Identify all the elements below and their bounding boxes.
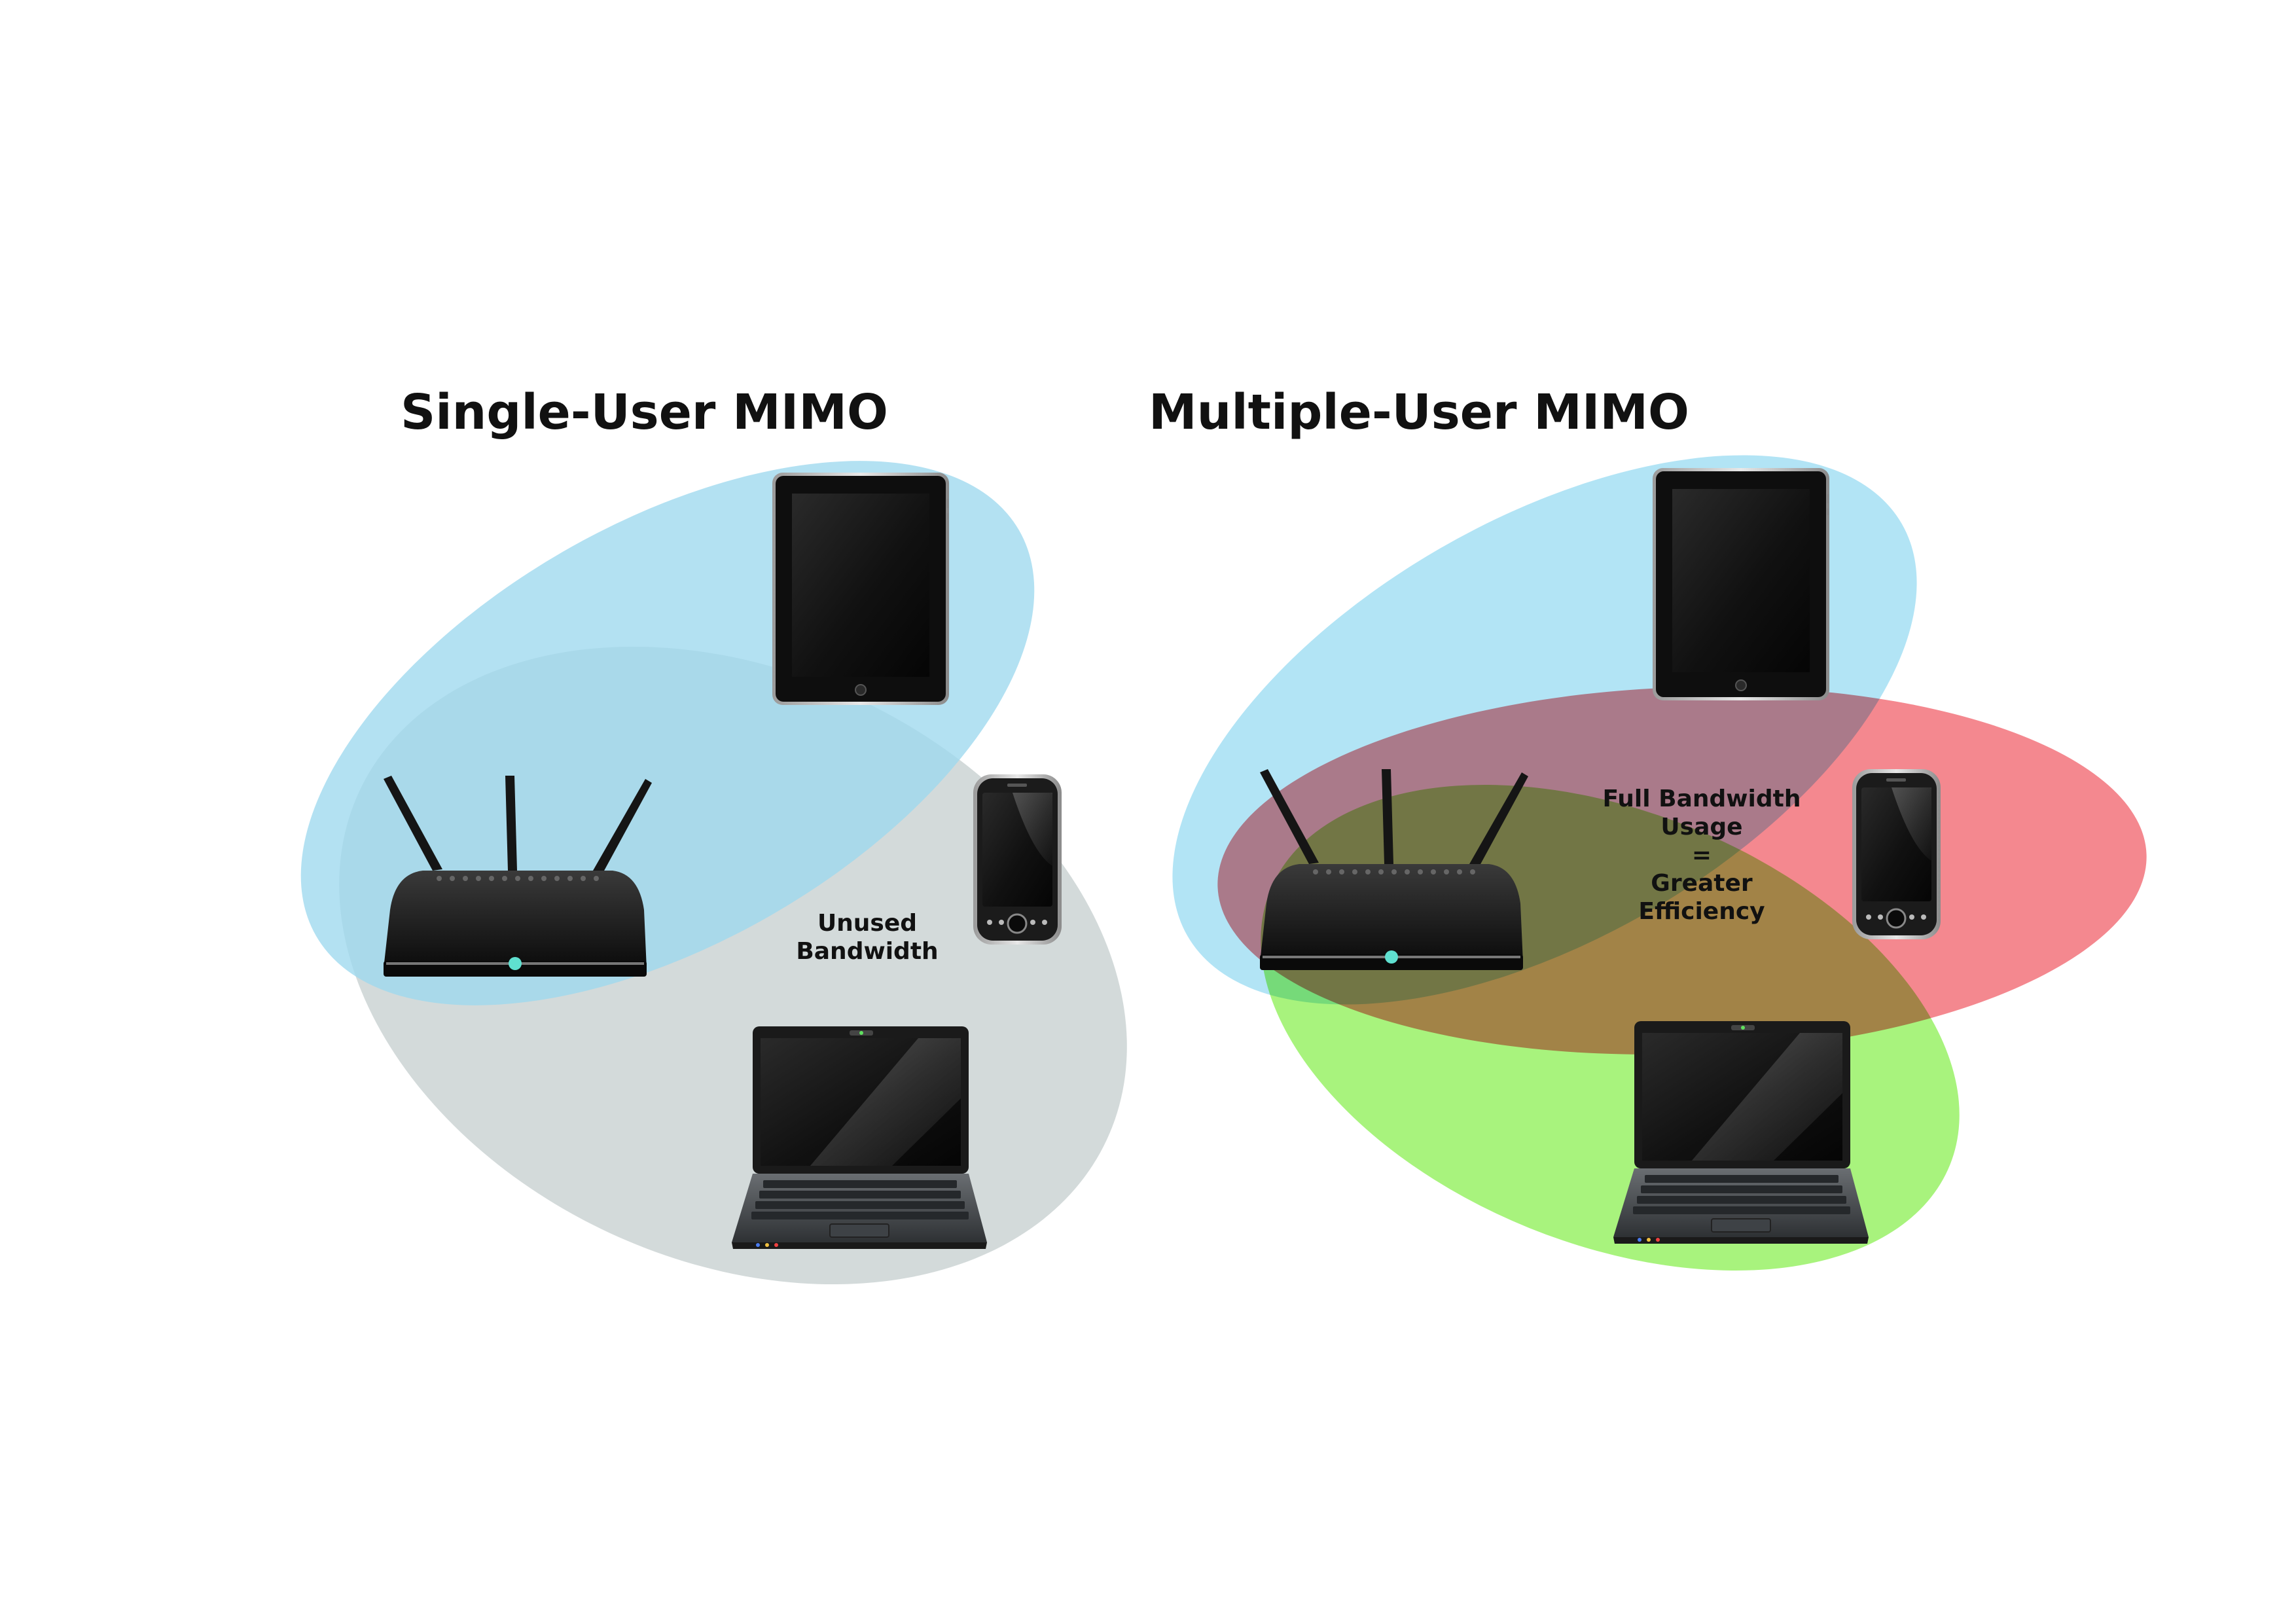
svg-text:Full Bandwidth: Full Bandwidth	[1603, 785, 1801, 812]
unused-bandwidth-note: Unused Bandwidth	[796, 910, 938, 965]
tablet-icon	[772, 472, 950, 706]
svg-text:Usage: Usage	[1660, 814, 1742, 840]
svg-text:Unused: Unused	[817, 910, 917, 937]
multi-user-panel: Multiple-User MIMO Full Bandwidth Usage …	[1149, 384, 2147, 1271]
tablet-icon-mu	[1652, 467, 1830, 701]
laptop-icon	[731, 1026, 988, 1250]
multi-user-title: Multiple-User MIMO	[1149, 384, 1689, 441]
svg-text:Efficiency: Efficiency	[1638, 898, 1765, 925]
svg-text:=: =	[1692, 842, 1712, 869]
smartphone-icon	[972, 773, 1063, 946]
full-bandwidth-note: Full Bandwidth Usage = Greater Efficienc…	[1603, 785, 1801, 925]
svg-text:Greater: Greater	[1651, 870, 1753, 897]
single-user-title: Single-User MIMO	[401, 384, 888, 441]
smartphone-icon-mu	[1851, 768, 1942, 941]
laptop-icon-mu	[1613, 1020, 1869, 1244]
svg-text:Bandwidth: Bandwidth	[796, 938, 938, 965]
single-user-panel: Single-User MIMO Unused Bandwidth	[300, 384, 1127, 1285]
